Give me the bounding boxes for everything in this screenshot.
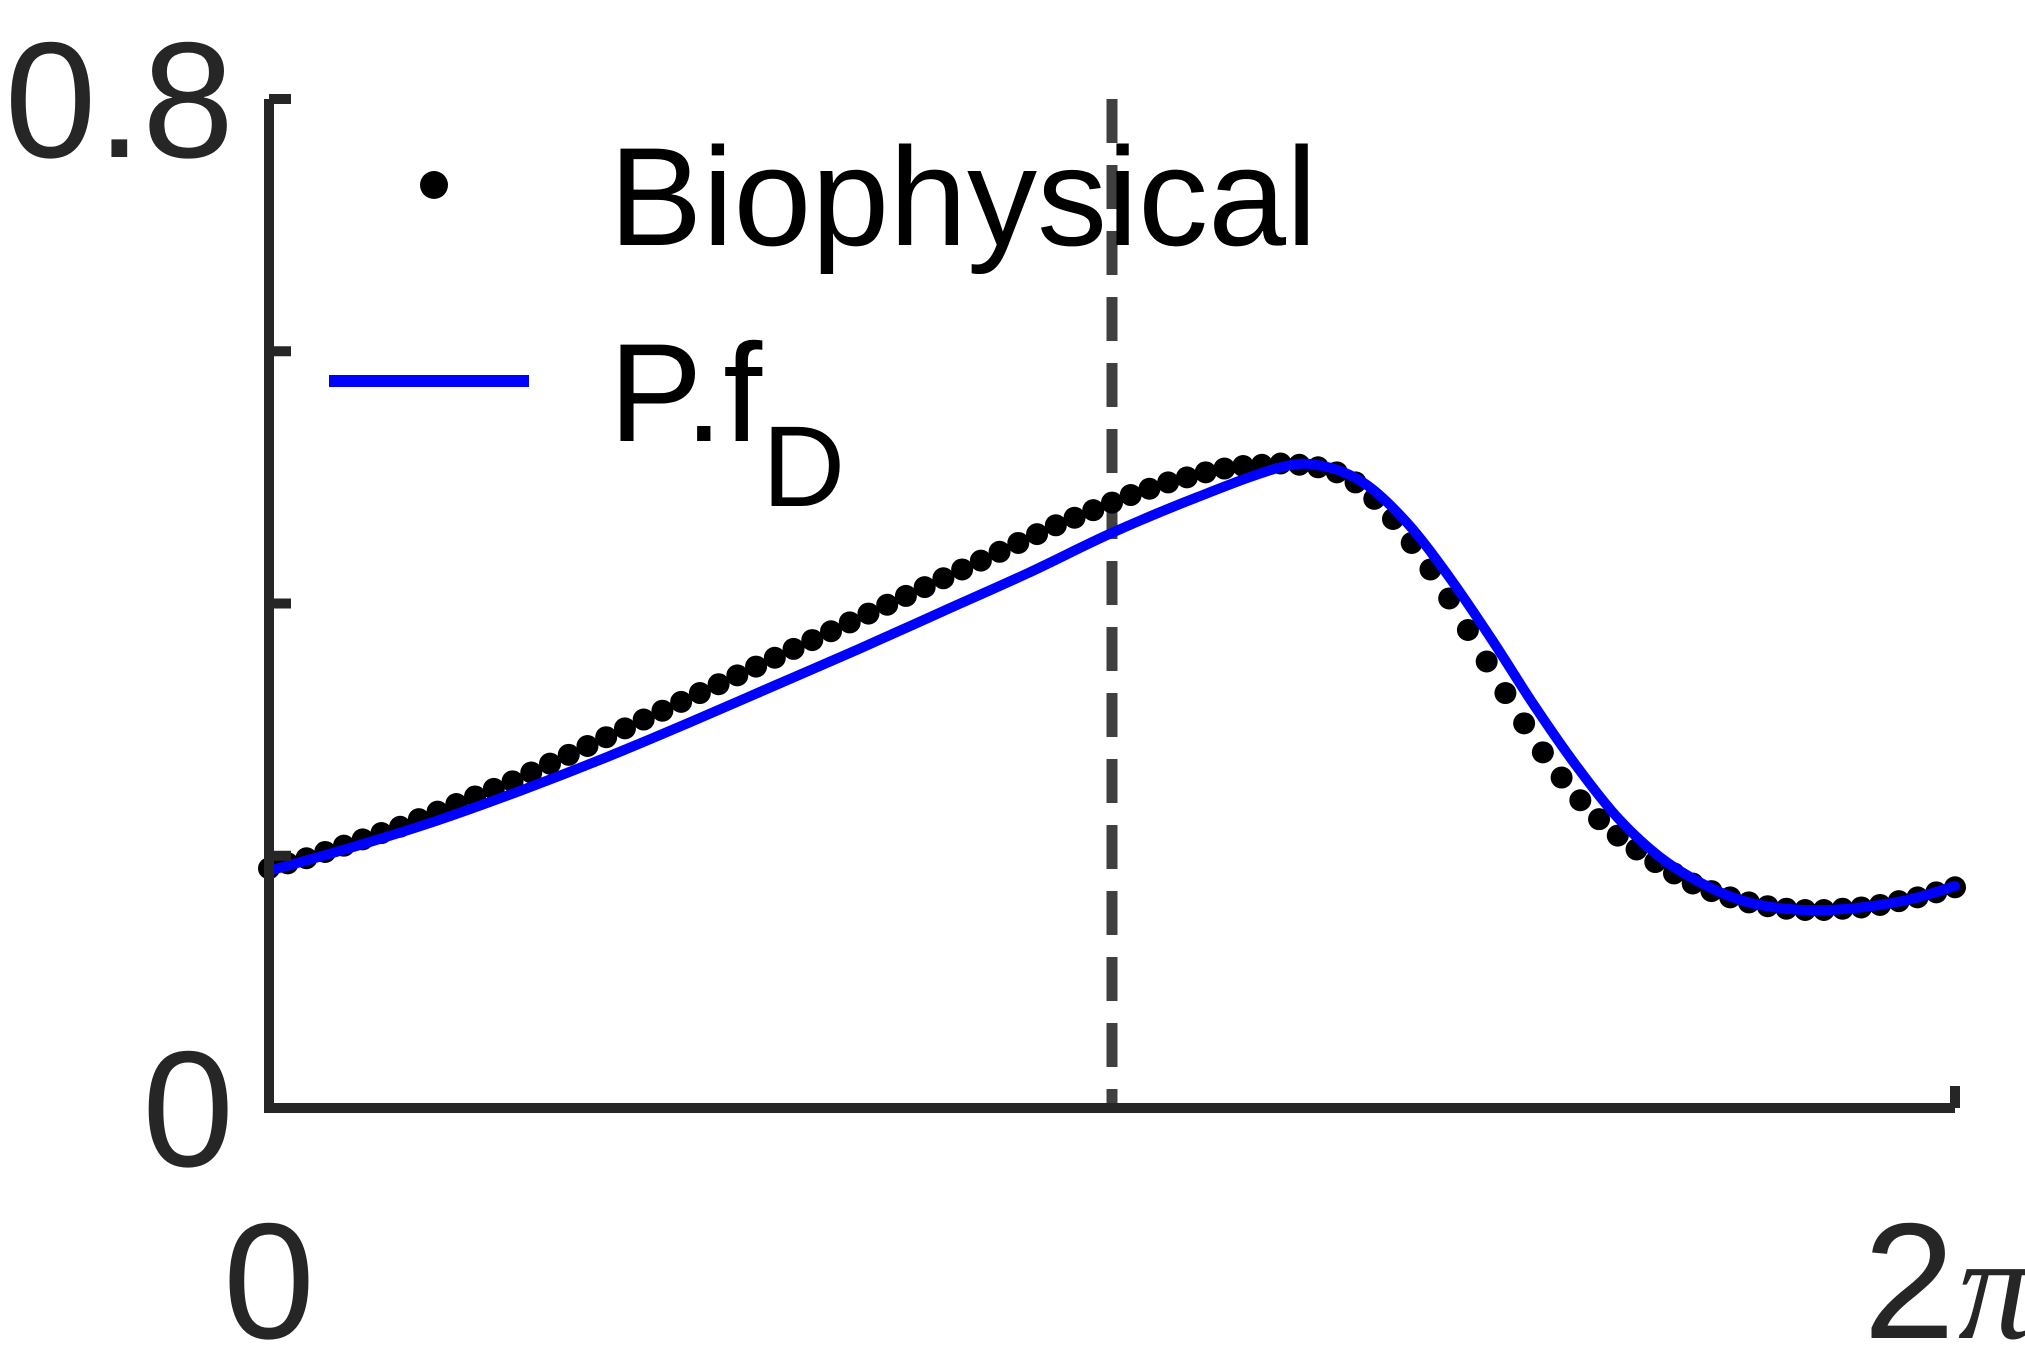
data-point-biophysical	[613, 717, 636, 740]
legend-label-subscript: D	[762, 403, 845, 531]
data-point-biophysical	[539, 752, 561, 775]
data-point-biophysical	[1550, 766, 1573, 789]
data-point-biophysical	[1588, 808, 1611, 831]
data-point-biophysical	[1232, 455, 1255, 478]
data-point-biophysical	[1063, 506, 1086, 529]
x-tick-label: 2	[1863, 1189, 1955, 1350]
y-tick-label: 0.8	[5, 8, 234, 192]
data-point-biophysical	[894, 584, 917, 607]
data-point-biophysical	[951, 558, 974, 581]
y-tick-label: 0	[142, 1017, 234, 1201]
data-point-biophysical	[651, 699, 674, 722]
data-point-biophysical	[1101, 491, 1123, 514]
data-point-biophysical	[1194, 461, 1217, 484]
data-point-biophysical	[988, 540, 1011, 563]
data-point-biophysical	[707, 673, 730, 696]
data-point-biophysical	[1513, 712, 1536, 735]
series-line-pfd	[264, 458, 1960, 916]
data-point-biophysical	[857, 602, 880, 625]
data-point-biophysical	[838, 611, 861, 634]
data-point-biophysical	[1531, 741, 1554, 764]
data-point-biophysical	[557, 743, 580, 766]
data-point-biophysical	[1119, 484, 1142, 507]
data-point-biophysical	[913, 576, 936, 599]
x-tick-label: 0	[223, 1189, 315, 1350]
data-point-biophysical	[1569, 789, 1592, 812]
data-point-biophysical	[1026, 523, 1049, 546]
plot-area	[258, 99, 1966, 1108]
legend-label: P.fD	[609, 314, 845, 531]
data-point-biophysical	[820, 620, 842, 643]
data-point-biophysical	[745, 655, 768, 678]
data-point-biophysical	[1082, 499, 1105, 522]
data-point-biophysical	[1138, 477, 1161, 500]
data-point-biophysical	[632, 708, 655, 731]
data-point-biophysical	[576, 735, 599, 758]
data-point-biophysical	[688, 682, 711, 705]
data-point-biophysical	[726, 664, 749, 687]
data-point-biophysical	[1044, 514, 1067, 537]
legend-label: Biophysical	[609, 118, 1317, 275]
legend-marker-biophysical	[420, 171, 448, 199]
data-point-biophysical	[1175, 466, 1198, 489]
data-point-biophysical	[1475, 650, 1498, 673]
data-point-biophysical	[670, 690, 693, 713]
data-point-biophysical	[801, 629, 824, 652]
data-point-biophysical	[1494, 682, 1517, 705]
data-point-biophysical	[595, 726, 618, 749]
data-point-biophysical	[932, 567, 955, 590]
x-tick-label-pi: π	[1958, 1205, 2025, 1350]
data-point-biophysical	[1157, 471, 1180, 494]
data-point-biophysical	[1007, 531, 1030, 554]
data-point-biophysical	[520, 761, 543, 784]
data-point-biophysical	[1456, 618, 1479, 641]
data-point-biophysical	[969, 549, 992, 572]
data-point-biophysical	[876, 593, 899, 616]
data-point-biophysical	[1213, 457, 1236, 480]
data-point-biophysical	[782, 637, 805, 660]
data-point-biophysical	[763, 646, 786, 669]
axes: 0 0.8 0 2π	[5, 8, 2025, 1350]
